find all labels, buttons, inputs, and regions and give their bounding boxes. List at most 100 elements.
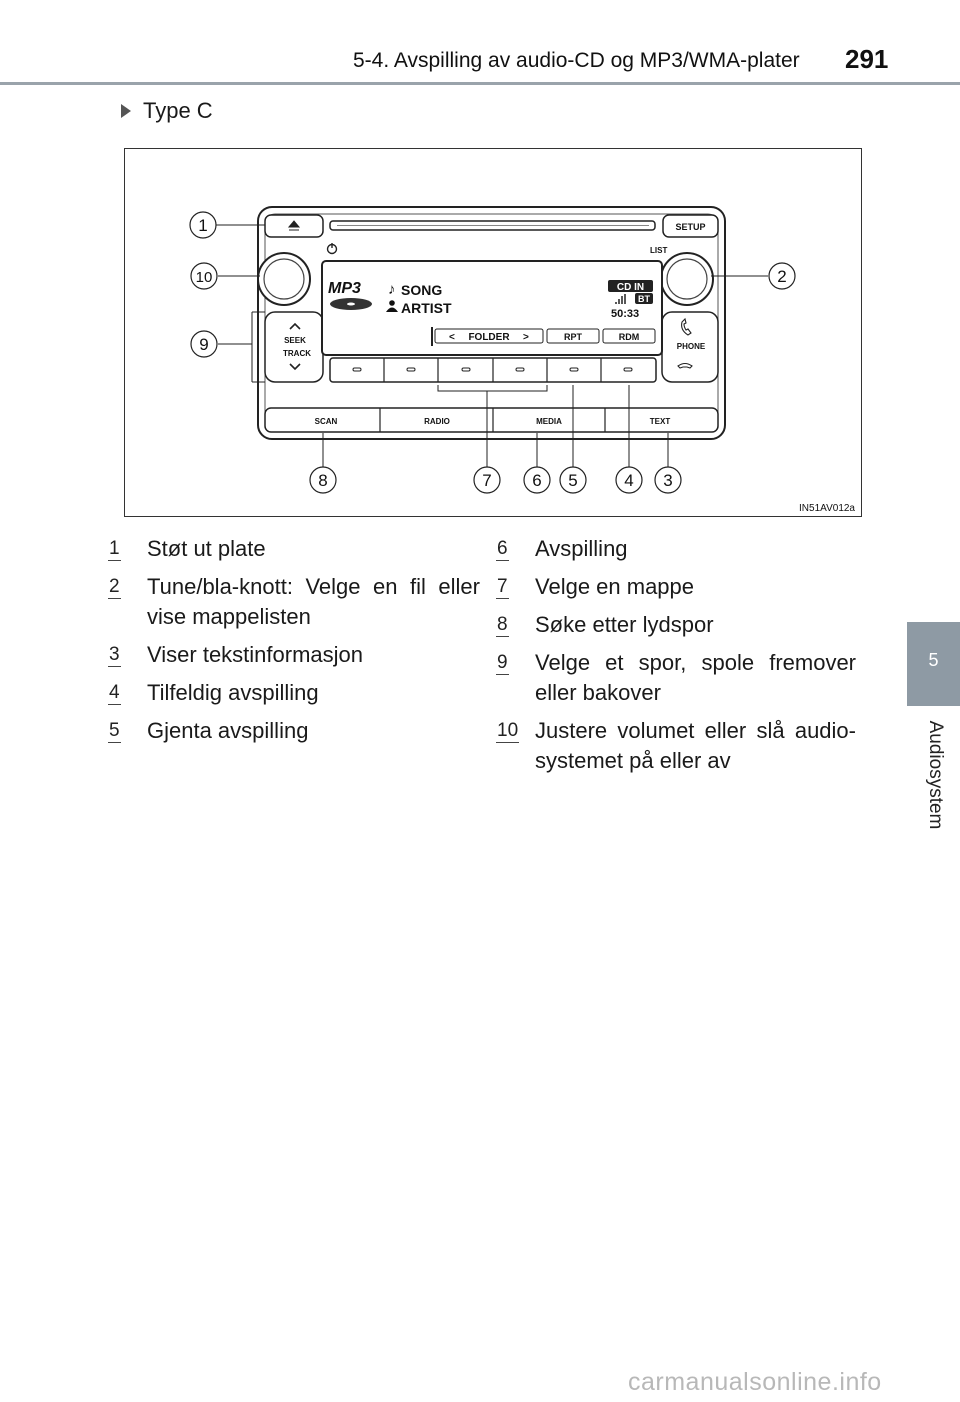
callout-5: 5 xyxy=(559,466,587,494)
preset-buttons xyxy=(329,357,657,383)
callout-9: 9 xyxy=(190,330,218,358)
item-text: Justere volumet eller slå audio-systemet… xyxy=(535,718,856,773)
svg-text:9: 9 xyxy=(199,335,208,354)
rdm-softkey xyxy=(602,328,656,344)
list-label: LIST xyxy=(650,246,667,255)
svg-text:5: 5 xyxy=(568,471,577,490)
item-text: Tune/bla-knott: Velge en fil eller vise … xyxy=(147,574,480,629)
item-number: 3 xyxy=(108,644,121,667)
bt-label: BT xyxy=(638,294,650,304)
page-number: 291 xyxy=(845,44,889,74)
seek-label: SEEK xyxy=(284,336,306,345)
display-time: 50:33 xyxy=(611,308,639,320)
svg-text:<: < xyxy=(449,332,455,343)
item-text: Tilfeldig avspilling xyxy=(147,680,319,705)
display-song: SONG xyxy=(401,282,442,298)
track-label: TRACK xyxy=(283,349,311,358)
header-divider xyxy=(0,82,960,85)
display-screen xyxy=(321,260,663,356)
item-number: 8 xyxy=(496,614,509,637)
setup-button xyxy=(662,214,719,238)
leader-lines xyxy=(216,224,768,468)
callout-6: 6 xyxy=(523,466,551,494)
audio-unit-figure: SETUP LIST SEEK TRACK PHONE MP3 ♪ SONG xyxy=(124,148,862,517)
radio-label: RADIO xyxy=(424,417,450,426)
rdm-label: RDM xyxy=(619,332,640,342)
text-label: TEXT xyxy=(650,417,671,426)
bt-badge xyxy=(635,293,653,304)
phone-pickup-icon xyxy=(681,317,692,336)
tune-knob xyxy=(660,252,714,306)
list-item: 6 Avspilling xyxy=(496,534,856,564)
type-heading: Type C xyxy=(121,98,213,124)
person-icon xyxy=(386,300,398,312)
source-badge xyxy=(608,280,653,292)
callout-10: 10 xyxy=(190,262,218,290)
svg-text:6: 6 xyxy=(532,471,541,490)
list-item: 2 Tune/bla-knott: Velge en fil eller vis… xyxy=(108,572,480,632)
source-label: CD IN xyxy=(617,282,644,293)
item-text: Velge et spor, spole fremover eller bako… xyxy=(535,650,856,705)
volume-knob xyxy=(257,252,311,306)
item-text: Avspilling xyxy=(535,536,628,561)
item-number: 2 xyxy=(108,576,121,599)
chevron-down-icon xyxy=(289,363,301,371)
callout-2: 2 xyxy=(768,262,796,290)
phone-hangup-icon xyxy=(677,362,693,369)
list-item: 9 Velge et spor, spole fremover eller ba… xyxy=(496,648,856,708)
list-item: 5 Gjenta avspilling xyxy=(108,716,480,746)
list-item: 4 Tilfeldig avspilling xyxy=(108,678,480,708)
chapter-number: 5 xyxy=(928,650,939,670)
section-title: 5-4. Avspilling av audio-CD og MP3/WMA-p… xyxy=(353,49,800,72)
rpt-label: RPT xyxy=(564,332,583,342)
chapter-tab: 5 xyxy=(907,622,960,706)
folder-softkey xyxy=(434,328,544,344)
item-number: 5 xyxy=(108,720,121,743)
list-item: 1 Støt ut plate xyxy=(108,534,480,564)
svg-text:7: 7 xyxy=(482,471,491,490)
seek-track-button xyxy=(264,311,324,383)
display-format: MP3 xyxy=(328,280,361,297)
item-text: Søke etter lydspor xyxy=(535,612,714,637)
rpt-softkey xyxy=(546,328,600,344)
svg-text:4: 4 xyxy=(624,471,633,490)
svg-text:>: > xyxy=(523,332,529,343)
watermark: carmanualsonline.info xyxy=(628,1368,882,1396)
folder-label: FOLDER xyxy=(468,332,510,343)
callout-7: 7 xyxy=(473,466,501,494)
item-number: 1 xyxy=(108,538,121,561)
music-note-icon: ♪ xyxy=(388,281,396,298)
eject-icon xyxy=(287,220,301,231)
item-number: 10 xyxy=(496,720,520,743)
legend-right: 6 Avspilling 7 Velge en mappe 8 Søke ett… xyxy=(496,534,856,784)
power-icon xyxy=(326,243,338,255)
scan-label: SCAN xyxy=(315,417,338,426)
callout-4: 4 xyxy=(615,466,643,494)
figure-code: IN51AV012a xyxy=(799,503,855,514)
item-number: 7 xyxy=(496,576,509,599)
svg-text:10: 10 xyxy=(196,269,213,286)
chevron-up-icon xyxy=(289,322,301,330)
phone-label: PHONE xyxy=(677,342,706,351)
list-item: 7 Velge en mappe xyxy=(496,572,856,602)
item-number: 4 xyxy=(108,682,121,705)
setup-label: SETUP xyxy=(675,222,705,232)
legend-left: 1 Støt ut plate 2 Tune/bla-knott: Velge … xyxy=(108,534,480,754)
callout-3: 3 xyxy=(654,466,682,494)
item-number: 6 xyxy=(496,538,509,561)
chapter-label: Audiosystem xyxy=(925,720,946,830)
disc-icon xyxy=(330,298,372,310)
list-item: 10 Justere volumet eller slå audio-syste… xyxy=(496,716,856,776)
display-artist: ARTIST xyxy=(401,300,452,316)
item-text: Gjenta avspilling xyxy=(147,718,309,743)
callout-1: 1 xyxy=(189,211,217,239)
triangle-bullet-icon xyxy=(121,104,131,118)
item-text: Støt ut plate xyxy=(147,536,266,561)
type-heading-text: Type C xyxy=(143,98,213,123)
audio-unit-illustration: SETUP LIST SEEK TRACK PHONE MP3 ♪ SONG xyxy=(189,206,855,514)
item-number: 9 xyxy=(496,652,509,675)
svg-text:3: 3 xyxy=(663,471,672,490)
item-text: Velge en mappe xyxy=(535,574,695,599)
svg-text:8: 8 xyxy=(318,471,327,490)
callout-8: 8 xyxy=(309,466,337,494)
